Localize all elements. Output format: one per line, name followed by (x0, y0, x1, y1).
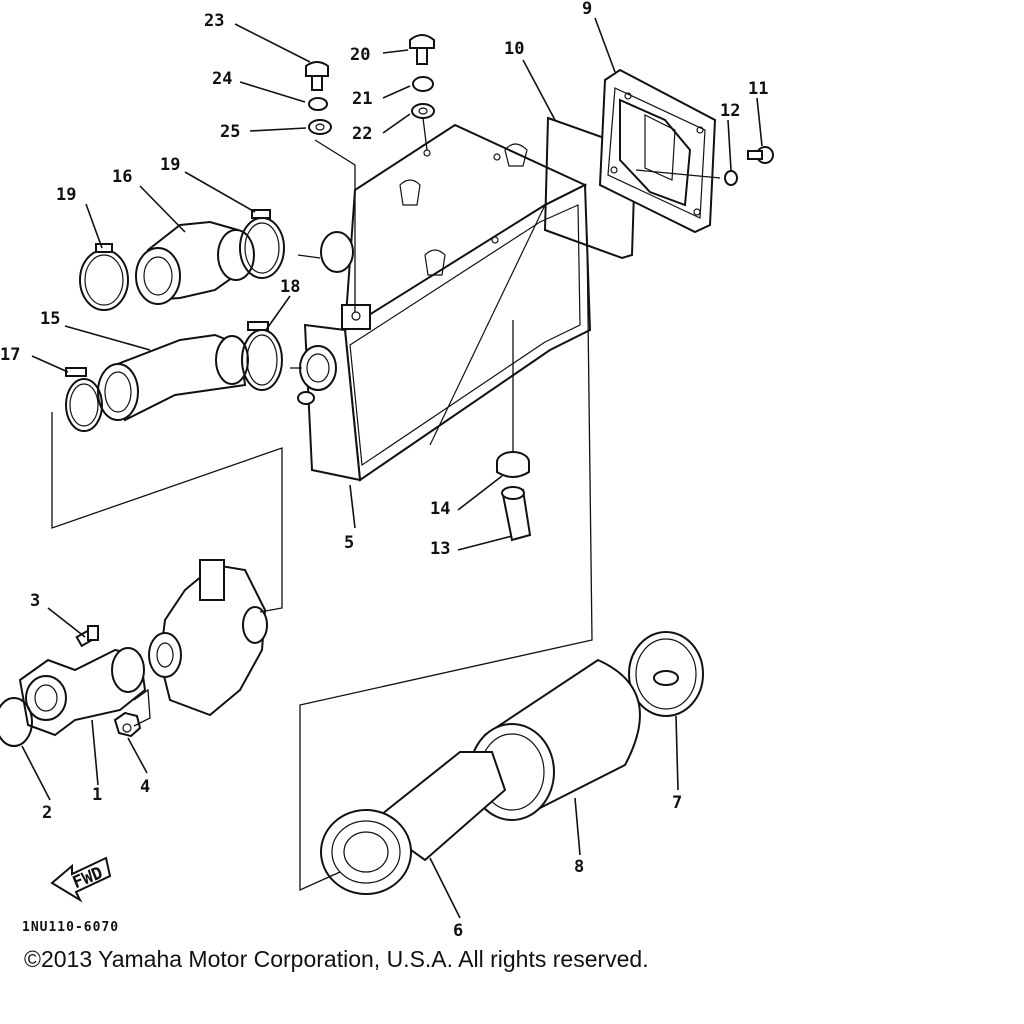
joint-hose-part-15 (97, 333, 249, 422)
callout-23: 23 (204, 11, 224, 31)
callout-19-left: 19 (56, 185, 76, 205)
callout-4: 4 (140, 777, 150, 797)
washer-part-22 (411, 103, 435, 119)
washer-part-24 (308, 97, 328, 111)
callout-22: 22 (352, 124, 372, 144)
clamp-part-18 (241, 321, 283, 391)
o-ring-part-2 (0, 697, 33, 747)
joint-hose-part-16 (135, 220, 255, 305)
carburetor (148, 559, 268, 717)
hose-part-13 (501, 486, 532, 542)
clamp-part-19-left (79, 243, 129, 311)
clamp-part-17 (65, 367, 103, 432)
bolt-part-20 (409, 34, 435, 65)
callout-16: 16 (112, 167, 132, 187)
callout-5: 5 (344, 533, 354, 553)
callout-17: 17 (0, 345, 20, 365)
callout-10: 10 (504, 39, 524, 59)
drawing-code: 1NU110-6070 (22, 920, 120, 935)
callout-9: 9 (582, 0, 592, 19)
washer-part-25 (308, 119, 332, 135)
manifold-part-1 (18, 647, 147, 737)
washer-part-12 (724, 170, 738, 186)
callout-3: 3 (30, 591, 40, 611)
callout-6: 6 (453, 921, 463, 941)
callout-2: 2 (42, 803, 52, 823)
fwd-arrow-icon: FWD (50, 856, 112, 903)
clamp-part-19-right (239, 209, 285, 279)
seal-part-7 (628, 631, 704, 717)
callout-18: 18 (280, 277, 300, 297)
nut-part-4 (113, 711, 142, 738)
callout-8: 8 (574, 857, 584, 877)
leader-lines (21, 17, 763, 919)
callout-20: 20 (350, 45, 370, 65)
callout-12: 12 (720, 101, 740, 121)
callout-11: 11 (748, 79, 768, 99)
callout-7: 7 (672, 793, 682, 813)
callout-numbers: 23 24 25 20 21 22 9 10 11 12 16 19 19 15… (0, 0, 768, 941)
callout-14: 14 (430, 499, 450, 519)
washer-part-21 (412, 76, 434, 92)
bolt-part-3 (75, 625, 99, 648)
callout-25: 25 (220, 122, 240, 142)
bolt-part-23 (305, 61, 329, 91)
callout-1: 1 (92, 785, 102, 805)
cap-part-14 (496, 451, 530, 478)
callout-13: 13 (430, 539, 450, 559)
element-guide-part-6 (320, 751, 507, 895)
copyright-notice: ©2013 Yamaha Motor Corporation, U.S.A. A… (24, 946, 649, 972)
air-box-part-5 (297, 123, 592, 482)
callout-21: 21 (352, 89, 372, 109)
screw-part-11 (747, 146, 774, 164)
callout-15: 15 (40, 309, 60, 329)
callout-19-right: 19 (160, 155, 180, 175)
assembly-guide-lines (51, 117, 721, 892)
callout-24: 24 (212, 69, 232, 89)
cover-part-9 (598, 68, 717, 234)
